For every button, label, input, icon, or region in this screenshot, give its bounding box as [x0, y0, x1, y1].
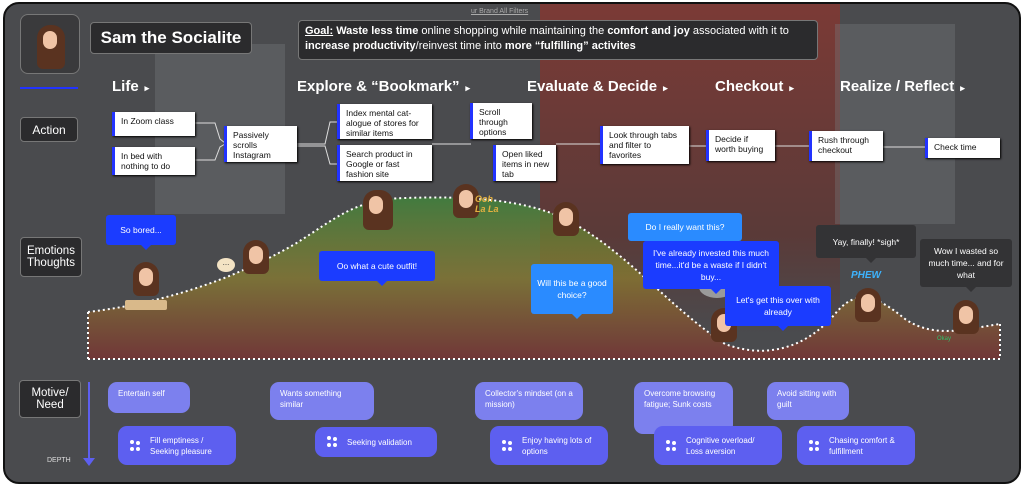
thought-bubble: So bored...	[106, 215, 176, 250]
persona-name: Sam the Socialite	[90, 22, 252, 54]
stage-life: Life▸	[112, 78, 150, 95]
motive-card: Wants something similar	[270, 382, 374, 420]
oohlala-sticker: Ooh La La	[475, 194, 499, 214]
motive-card: Entertain self	[108, 382, 190, 413]
stage-checkout: Checkout▸	[715, 78, 794, 95]
thought-bubble: Do I really want this?	[628, 213, 742, 246]
bg-filters-text: ur Brand All Filters	[471, 8, 529, 15]
need-card: Chasing comfort & fulfillment	[797, 426, 915, 465]
action-card: Search product in Google or fast fashion…	[337, 145, 432, 181]
motive-card: Collector's mindset (on a mission)	[475, 382, 583, 420]
okay-sticker: Okay	[937, 336, 952, 342]
depth-arrow	[88, 382, 90, 464]
stage-evaluate: Evaluate & Decide▸	[527, 78, 668, 95]
action-card: In bed with nothing to do	[112, 147, 195, 175]
thought-bubble: Yay, finally! *sigh*	[816, 225, 916, 263]
need-icon	[809, 439, 819, 452]
stage-realize: Realize / Reflect▸	[840, 78, 965, 95]
thought-bubble: Wow I wasted so much time... and for wha…	[920, 239, 1012, 292]
stage-explore: Explore & “Bookmark”▸	[297, 78, 471, 95]
need-card: Seeking validation	[315, 427, 437, 457]
action-card: Rush through checkout	[809, 131, 883, 161]
typing-sticker: ...	[217, 258, 235, 272]
row-label-action: Action	[20, 117, 78, 142]
action-card: Open liked items in new tab	[493, 145, 556, 181]
action-card: In Zoom class	[112, 112, 195, 136]
action-card: Index mental cat-alogue of stores for si…	[337, 104, 432, 139]
goal-box: Goal: Waste less time online shopping wh…	[298, 20, 818, 60]
need-icon	[130, 439, 140, 452]
action-card: Look through tabs and filter to favorite…	[600, 126, 689, 164]
phew-sticker: PHEW	[851, 270, 881, 281]
depth-label: DEPTH	[47, 457, 71, 464]
action-card: Scroll through options	[470, 103, 532, 139]
thought-bubble: Oo what a cute outfit!	[319, 251, 435, 286]
persona-avatar	[20, 14, 80, 74]
journey-map: ur Brand All Filters Sam the Socialite G…	[3, 2, 1021, 484]
motive-card: Avoid sitting with guilt	[767, 382, 849, 420]
motive-card: Overcome browsing fatigue; Sunk costs	[634, 382, 733, 434]
need-icon	[502, 439, 512, 452]
action-card: Check time	[925, 138, 1000, 158]
desk-icon	[125, 300, 167, 310]
need-icon	[327, 436, 337, 448]
thought-bubble: Let's get this over with already	[725, 286, 831, 331]
progress-line	[20, 87, 78, 89]
need-icon	[666, 439, 676, 452]
thought-bubble: I've already invested this much time...i…	[643, 241, 779, 294]
action-card: Decide if worth buying	[706, 130, 775, 161]
row-label-motive: Motive/ Need	[19, 380, 81, 418]
need-card: Fill emptiness / Seeking pleasure	[118, 426, 236, 465]
action-card: Passively scrolls Instagram	[224, 126, 297, 162]
arrow-down-icon	[83, 458, 95, 466]
need-card: Cognitive overload/ Loss aversion	[654, 426, 782, 465]
need-card: Enjoy having lots of options	[490, 426, 608, 465]
thought-bubble: Will this be a good choice?	[531, 264, 613, 319]
row-label-emotions: Emotions Thoughts	[20, 237, 82, 277]
